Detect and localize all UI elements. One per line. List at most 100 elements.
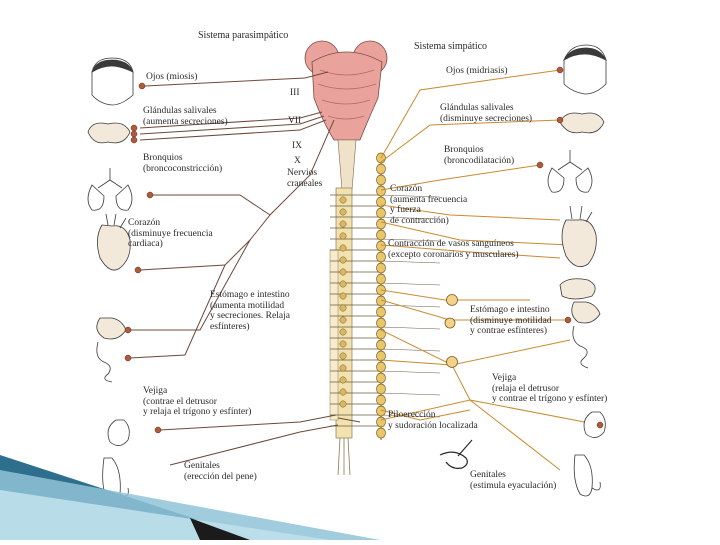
brainstem bbox=[304, 40, 388, 191]
right-label-heart: Corazón (aumenta frecuencia y fuerza de … bbox=[390, 184, 468, 226]
right-label-bronchi: Bronquios (broncodilatación) bbox=[444, 145, 515, 166]
dot-sal-3 bbox=[130, 136, 138, 144]
ramus-line bbox=[380, 370, 441, 374]
dot-stomach-right bbox=[564, 316, 572, 324]
corner-decoration bbox=[0, 455, 380, 540]
cranial-nerve-x: X bbox=[294, 156, 301, 166]
cranial-nerve-ix: IX bbox=[292, 141, 303, 151]
nerve-intestine-left bbox=[129, 264, 226, 359]
dot-bronchi-right bbox=[536, 161, 544, 169]
sympathetic-ganglion bbox=[376, 262, 386, 274]
cord-nucleus-dot bbox=[339, 196, 347, 204]
sympathetic-ganglion bbox=[376, 306, 386, 318]
skin-hair-icon bbox=[439, 439, 473, 469]
nerve-heart-right-2 bbox=[380, 221, 571, 246]
right-intestine-icon bbox=[572, 325, 589, 369]
left-heart-icon bbox=[97, 224, 131, 271]
right-lungs-icon bbox=[547, 150, 593, 193]
right-heart-vessels bbox=[569, 205, 593, 223]
nerve-heart-right-1 bbox=[380, 204, 561, 221]
left-face-icon bbox=[91, 57, 134, 106]
right-salivary-icon bbox=[559, 112, 605, 134]
brainstem-body bbox=[311, 51, 383, 141]
left-label-genitals: Genitales (erección del pene) bbox=[184, 461, 257, 482]
ramus-line bbox=[380, 392, 441, 396]
sympathetic-header: Sistema simpático bbox=[414, 41, 488, 52]
sympathetic-ganglion bbox=[376, 394, 386, 406]
nerve-salivary-left-3 bbox=[139, 119, 327, 141]
nerve-bladder-right bbox=[380, 359, 601, 426]
nerve-stomach-left bbox=[130, 239, 251, 331]
cord-nucleus-dot bbox=[339, 232, 347, 240]
cord-nucleus-dot bbox=[339, 268, 347, 276]
ganglion-inferior-mesenteric bbox=[446, 356, 458, 368]
ramus-line bbox=[380, 326, 441, 330]
cord-nucleus-dot bbox=[339, 364, 347, 372]
left-lungs-icon bbox=[87, 168, 133, 211]
sympathetic-ganglion bbox=[376, 218, 386, 230]
nerve-bronchi-right bbox=[380, 164, 541, 191]
dot-sal-2 bbox=[130, 130, 138, 138]
ramus-line bbox=[380, 238, 441, 242]
spinal-cord bbox=[329, 187, 353, 476]
cord-nucleus-dot bbox=[339, 304, 347, 312]
parasympathetic-nerves bbox=[129, 71, 361, 466]
right-label-vessels: Contracción de vasos sanguíneos (excepto… bbox=[388, 239, 519, 260]
sympathetic-ganglion bbox=[376, 163, 386, 175]
cord-nucleus-dot bbox=[339, 220, 347, 228]
left-label-stomach: Estómago e intestino (aumenta motilidad … bbox=[210, 290, 290, 332]
nerve-genitals-right bbox=[380, 399, 561, 471]
sympathetic-ganglion bbox=[376, 361, 386, 373]
right-label-bladder: Vejiga (relaja el detrusor y contrae el … bbox=[492, 373, 608, 404]
right-label-eyes: Ojos (midriasis) bbox=[446, 66, 508, 76]
right-label-salivary: Glándulas salivales (disminuye secrecion… bbox=[440, 103, 533, 124]
sympathetic-ganglion bbox=[376, 207, 386, 219]
nerve-salivary-left-1 bbox=[139, 111, 323, 129]
cord-nucleus-dot bbox=[339, 352, 347, 360]
effector-dots bbox=[124, 66, 604, 434]
sympathetic-chain bbox=[339, 152, 386, 440]
parasympathetic-header: Sistema parasimpático bbox=[198, 30, 289, 41]
ganglion-celiac bbox=[446, 294, 458, 306]
corner-wedge-lighter bbox=[0, 490, 330, 540]
left-label-bladder: Vejiga (contrae el detrusor y relaja el … bbox=[143, 386, 252, 417]
sympathetic-ganglion bbox=[376, 350, 386, 362]
nerve-vessels-right bbox=[380, 244, 561, 259]
right-stomach-icon bbox=[571, 301, 601, 324]
left-label-bronchi: Bronquios (broncoconstricción) bbox=[143, 153, 223, 174]
dot-intestine-left bbox=[124, 354, 132, 362]
ramus-line bbox=[380, 304, 441, 308]
cord-nucleus-dot bbox=[339, 328, 347, 336]
cord-nucleus-dot bbox=[339, 340, 347, 348]
right-genitals-icon bbox=[573, 454, 601, 497]
sympathetic-ganglion bbox=[376, 427, 386, 439]
left-stomach-icon bbox=[96, 317, 127, 340]
cranial-nerves-label: Nervios craneales bbox=[287, 168, 323, 189]
nerve-stomach-right-1 bbox=[380, 289, 530, 301]
right-label-genitals: Genitales (estimula eyaculación) bbox=[470, 470, 557, 491]
left-face-hair bbox=[91, 59, 134, 73]
cord-nucleus-dot bbox=[339, 244, 347, 252]
sympathetic-ganglion bbox=[376, 339, 386, 351]
sympathetic-ganglion bbox=[376, 174, 386, 186]
dot-sal-right bbox=[556, 116, 564, 124]
ramus-line bbox=[380, 216, 441, 220]
dot-bladder-right bbox=[596, 421, 604, 429]
left-bladder-icon bbox=[107, 419, 130, 446]
dot-sal-1 bbox=[130, 124, 138, 132]
sympathetic-ganglion bbox=[376, 240, 386, 252]
sympathetic-ganglion bbox=[376, 273, 386, 285]
left-label-eyes: Ojos (miosis) bbox=[146, 72, 198, 82]
nerve-bladder-left bbox=[159, 414, 337, 431]
dot-eye-left bbox=[138, 82, 146, 90]
left-organs bbox=[87, 57, 134, 503]
right-label-piloerection: Piloerección y sudoración localizada bbox=[388, 410, 478, 431]
right-organs bbox=[439, 44, 607, 497]
right-liver-icon bbox=[559, 278, 596, 300]
sympathetic-ganglion bbox=[376, 416, 386, 428]
dot-bladder-left bbox=[154, 426, 162, 434]
left-label-salivary: Glándulas salivales (aumenta secreciones… bbox=[143, 106, 228, 127]
corner-wedge-black bbox=[190, 518, 250, 540]
sympathetic-ganglion bbox=[376, 196, 386, 208]
